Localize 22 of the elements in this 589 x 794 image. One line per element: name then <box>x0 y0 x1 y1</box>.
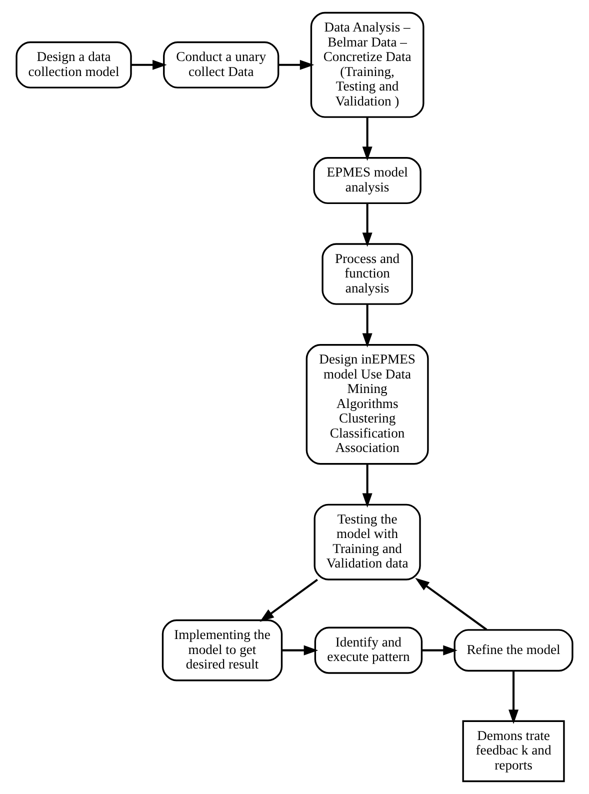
arrow <box>508 670 519 724</box>
node-box: Design a data collection model <box>16 41 132 88</box>
node-box: Identify and execute pattern <box>314 626 423 674</box>
arrow <box>362 203 372 247</box>
arrow <box>260 578 318 622</box>
node-box: Implementing the model to get desired result <box>162 619 283 682</box>
arrow <box>415 578 488 630</box>
arrow <box>362 304 372 348</box>
node-box: Design inEPMES model Use Data Mining Algorithms Clustering Classification Association <box>306 344 429 465</box>
arrow <box>131 60 167 70</box>
node-box: Demons trate feedbac k and reports <box>462 720 565 782</box>
arrow <box>362 464 372 508</box>
arrow <box>362 117 372 161</box>
node-box: Conduct a unary collect Data <box>163 41 280 88</box>
node-box: Process and function analysis <box>322 243 413 305</box>
arrow <box>282 645 318 656</box>
node-box: Testing the model with Training and Validation data <box>314 504 421 580</box>
node-box: EPMES model analysis <box>313 157 422 204</box>
node-box: Refine the model <box>454 629 574 672</box>
arrow <box>422 645 458 656</box>
arrow <box>278 60 314 70</box>
node-box: Data Analysis – Belmar Data – Concretize Data (Training, Testing and Validation ) <box>310 12 424 118</box>
